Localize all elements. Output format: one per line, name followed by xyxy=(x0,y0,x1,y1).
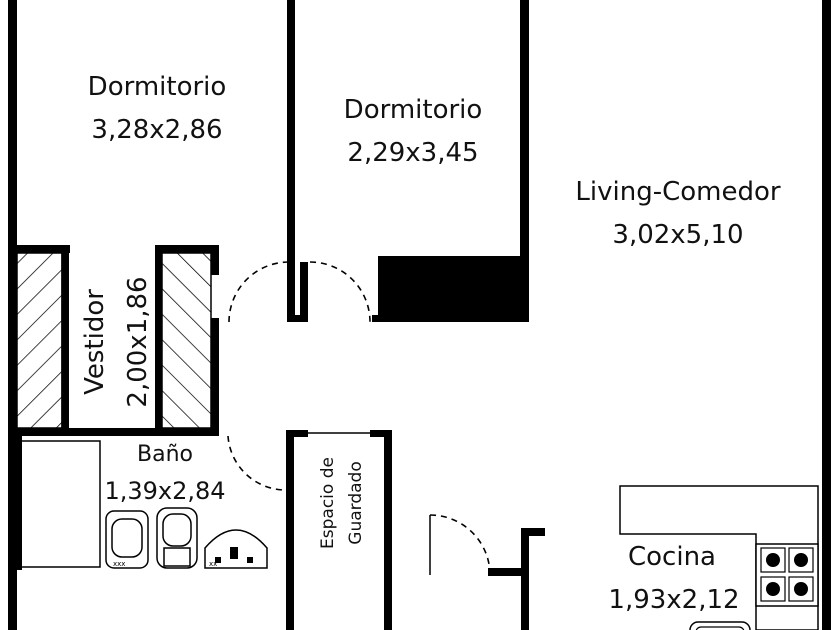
door-swing-dormitorio2 xyxy=(309,261,371,323)
kitchen-fixtures xyxy=(619,485,819,630)
wall-bano-right xyxy=(286,432,294,630)
closet-left xyxy=(16,252,63,429)
door-swing-bano xyxy=(227,435,287,491)
walls xyxy=(8,0,831,630)
label-dormitorio-1-name: Dormitorio xyxy=(88,72,227,102)
door-swing-entry xyxy=(429,514,491,576)
wall-dormitorio2-bottom xyxy=(287,315,308,322)
wall-entry xyxy=(488,568,528,576)
wall-vestidor-right xyxy=(211,245,219,275)
bathroom-fixtures: xxx xx xyxy=(17,436,268,570)
label-bano-size: 1,39x2,84 xyxy=(104,477,225,505)
svg-text:xx: xx xyxy=(209,560,217,568)
toilet xyxy=(156,507,198,569)
label-espacio-line2: Guardado xyxy=(346,461,366,544)
wall-espacio-top xyxy=(286,430,308,437)
wall-dormitorio1-bottom-a xyxy=(8,245,70,253)
kitchen-counter xyxy=(619,485,819,630)
label-vestidor-name: Vestidor xyxy=(80,289,110,395)
wall-espacio-right xyxy=(384,430,392,630)
wall-dormitorio2-bottom-right xyxy=(372,315,529,322)
wall-right-exterior xyxy=(822,0,831,630)
stove xyxy=(755,543,819,607)
label-cocina-size: 1,93x2,12 xyxy=(608,585,739,615)
wall-left-exterior xyxy=(8,0,17,630)
wall-cocina-left xyxy=(521,528,545,536)
closet-right xyxy=(161,252,212,429)
label-living-size: 3,02x5,10 xyxy=(612,220,743,250)
label-living-name: Living-Comedor xyxy=(575,177,780,207)
closet-dormitorio2 xyxy=(389,263,513,316)
shower xyxy=(19,440,101,568)
label-dormitorio-2-size: 2,29x3,45 xyxy=(347,138,478,168)
wall-bano-top xyxy=(8,428,219,436)
wall-cocina-left-vertical xyxy=(521,528,529,630)
wall-dormitorio1-bottom-b xyxy=(155,245,219,253)
wall-vestidor-right-lower xyxy=(211,318,219,433)
vestidor-closets xyxy=(16,252,212,429)
label-bano-name: Baño xyxy=(137,442,193,467)
wall-vestidor-inner-left xyxy=(62,245,69,433)
label-dormitorio-1-size: 3,28x2,86 xyxy=(91,115,222,145)
label-vestidor-size: 2,00x1,86 xyxy=(123,276,153,407)
kitchen-sink xyxy=(689,621,751,630)
wall-espacio-top-right xyxy=(370,430,392,437)
wall-dormitorio2-stub xyxy=(300,262,308,322)
doors xyxy=(227,261,491,576)
dormitorio2-closet xyxy=(378,256,524,316)
label-espacio-line1: Espacio de xyxy=(318,457,338,549)
wall-dormitorio-divider xyxy=(287,0,295,322)
door-swing-hall xyxy=(228,261,290,323)
sink: xx xyxy=(204,529,268,569)
label-dormitorio-2-name: Dormitorio xyxy=(344,95,483,125)
bidet: xxx xyxy=(105,510,149,569)
label-cocina-name: Cocina xyxy=(628,542,716,572)
wall-vestidor-inner-right xyxy=(155,245,162,433)
room-labels: Dormitorio 3,28x2,86 Dormitorio 2,29x3,4… xyxy=(80,72,781,615)
svg-text:xxx: xxx xyxy=(113,560,125,568)
wall-dormitorio-living xyxy=(520,0,529,322)
